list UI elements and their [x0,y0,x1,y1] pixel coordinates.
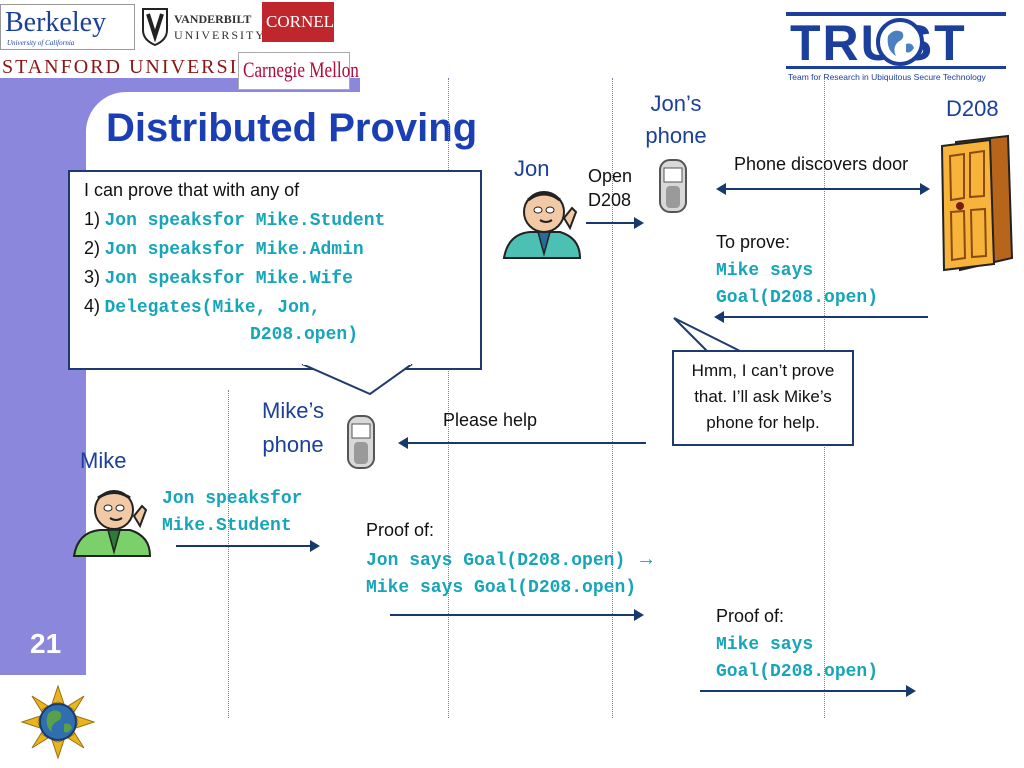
globe-seal-icon [20,684,96,760]
door-icon [940,134,1014,272]
stanford-logo: STANFORD UNIVERSITY [0,56,267,80]
jon-lifeline [448,78,449,718]
proof-option-code: Jon speaksfor Mike.Admin [104,240,364,260]
cmu-logo: Carnegie Mellon [238,52,359,90]
to-prove-line2: Goal(D208.open) [716,288,879,308]
proof-statement-1: Jon says Goal(D208.open) → Mike says Goa… [366,546,656,602]
bubble-tail [301,364,413,396]
cornell-wordmark: CORNELL [266,12,345,31]
jons-phone-label-line2: phone [645,123,707,148]
proof-option: 4) Delegates(Mike, Jon, [84,293,385,322]
proof-option-code: Delegates(Mike, Jon, [104,298,321,318]
phone-discovers-label: Phone discovers door [734,154,909,174]
side-curve-inner [86,92,166,152]
mikes-phone-line2: phone [262,432,324,457]
globe-icon [876,18,924,66]
proof-option: 1) Jon speaksfor Mike.Student [84,206,385,235]
proof-of-label-2: Proof of: [716,606,785,626]
proof-options-list: 1) Jon speaksfor Mike.Student 2) Jon spe… [84,206,385,349]
proof-option: 2) Jon speaksfor Mike.Admin [84,235,385,264]
proof-options-bubble: I can prove that with any of 1) Jon spea… [68,170,482,370]
hmm-line1: Hmm, I can’t prove [691,361,835,380]
jons-phone-icon [659,159,687,213]
trust-subtext: Team for Research in Ubiquitous Secure T… [788,72,986,82]
delegation-line1: Jon speaksfor [162,489,303,509]
vanderbilt-shield-icon [142,8,168,46]
proof-option-code: Jon speaksfor Mike.Student [104,211,386,231]
proof-option: 3) Jon speaksfor Mike.Wife [84,264,385,293]
to-prove-line1: Mike says [716,261,814,281]
vanderbilt-logo: VANDERBILT UNIVERSITY [142,6,264,50]
mikes-phone-line1: Mike’s [262,398,324,423]
jons-phone-label: Jon’s phone [644,88,708,152]
trust-top-rule [786,12,1006,16]
cornell-logo: CORNELL [262,2,344,42]
proof-statement-2-line1: Mike says [716,635,814,655]
proof-option-4-continuation: D208.open) [250,325,359,345]
delegation-statement: Jon speaksfor Mike.Student [162,486,302,540]
berkeley-wordmark: Berkeley [5,7,107,38]
slide-page-number: 21 [30,628,62,659]
proof-arrow-1 [390,609,644,621]
proof-option-number: 3) [84,267,101,287]
open-d208-label: Open D208 [588,164,632,212]
trust-logo: TRUST Team for Research in Ubiquitous Se… [784,8,1008,88]
proof-statement-1-line1: Jon says Goal(D208.open) → [366,546,656,575]
proof-option-code: Jon speaksfor Mike.Wife [104,269,353,289]
mikes-phone-icon [347,415,375,469]
jons-phone-lifeline [612,78,613,718]
slide-title: Distributed Proving [106,106,478,150]
bubble-intro: I can prove that with any of [84,180,300,200]
to-prove-statement: Mike says Goal(D208.open) [716,258,878,312]
mike-label: Mike [80,448,127,473]
open-d208-arrow [586,217,644,229]
trust-bottom-rule [786,66,1006,69]
discover-arrow [716,183,930,195]
proof-statement-1-line2: Mike says Goal(D208.open) [366,578,637,598]
berkeley-logo: Berkeley University of California [0,4,135,50]
vanderbilt-wordmark: VANDERBILT [174,12,252,26]
berkeley-subtext: University of California [7,39,75,47]
proof-implication: Jon says Goal(D208.open) [366,551,626,571]
door-label: D208 [946,96,999,121]
jon-label: Jon [514,156,550,181]
open-d208-line1: Open [588,166,633,186]
jon-avatar-icon [502,191,582,259]
implies-arrow-icon: → [636,548,657,570]
jons-phone-label-line1: Jon’s [650,91,702,116]
delegation-line2: Mike.Student [162,516,292,536]
stanford-wordmark: STANFORD UNIVERSITY [2,56,269,78]
hmm-line2: that. I’ll ask Mike’s [694,387,832,406]
mike-lifeline [228,390,229,718]
proof-option-number: 1) [84,209,101,229]
proof-arrow-2 [700,685,916,697]
proof-option-number: 2) [84,238,101,258]
hmm-bubble: Hmm, I can’t prove that. I’ll ask Mike’s… [672,350,854,446]
delegation-arrow [176,540,320,552]
mike-avatar-icon [72,490,152,557]
please-help-label: Please help [443,410,538,430]
to-prove-label: To prove: [716,232,791,252]
hmm-text: Hmm, I can’t prove that. I’ll ask Mike’s… [674,352,852,436]
proof-statement-2: Mike says Goal(D208.open) [716,632,878,686]
vanderbilt-subtext: UNIVERSITY [174,28,266,42]
proof-option-number: 4) [84,296,101,316]
please-help-arrow [398,437,646,449]
proof-statement-2-line2: Goal(D208.open) [716,662,879,682]
hmm-line3: phone for help. [706,413,820,432]
open-d208-line2: D208 [588,190,632,210]
to-prove-arrow [714,311,928,323]
mikes-phone-label: Mike’s phone [258,394,328,462]
cmu-wordmark: Carnegie Mellon [243,57,359,82]
proof-of-label-1: Proof of: [366,520,435,540]
